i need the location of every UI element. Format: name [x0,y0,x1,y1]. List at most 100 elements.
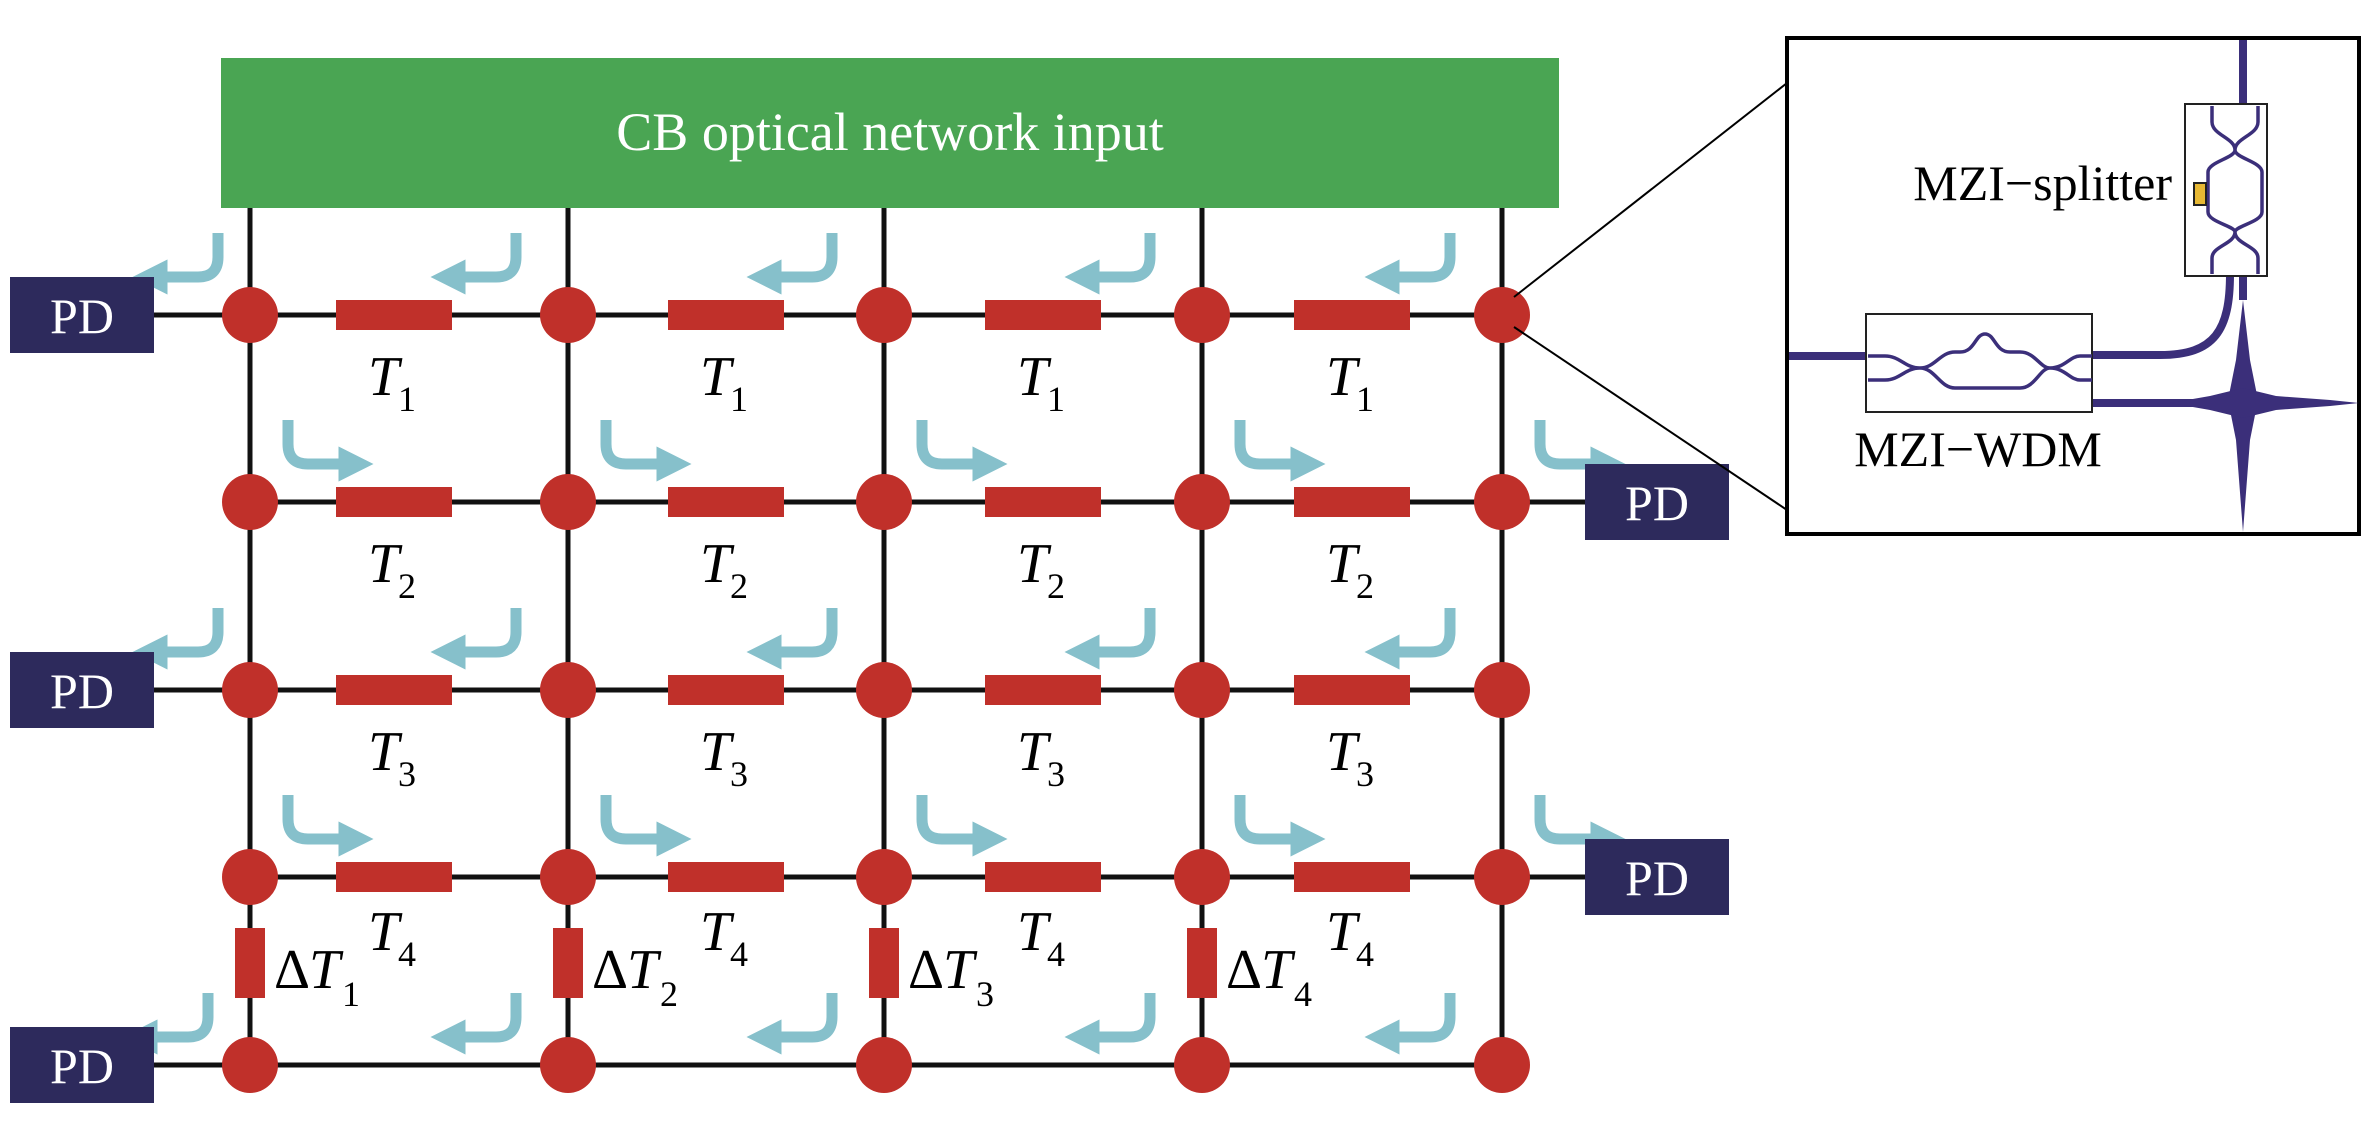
row-delay-label: T [1326,346,1361,408]
photodetector-box [1585,839,1729,915]
route-arrow-left-icon [430,608,522,670]
row-delay-label: T [700,533,735,595]
route-arrow-left-icon [430,993,522,1055]
mzi-node [856,474,912,530]
photodetector-label: PD [1625,850,1689,906]
row-delay-label: T [700,346,735,408]
route-arrow-left-icon [1364,993,1456,1055]
route-arrow-right-icon [282,420,374,482]
callout-line-bottom [1513,326,1788,511]
mzi-node [856,1037,912,1093]
mzi-node [1174,474,1230,530]
delay-line-T [336,862,452,892]
column-delay-prefix: Δ [1226,939,1262,1001]
delay-line-T [668,862,784,892]
mzi-node [1474,1037,1530,1093]
mzi-node [222,662,278,718]
mzi-node [540,287,596,343]
column-delay-label: T [627,939,662,1001]
photodetector-label: PD [50,288,114,344]
delay-line-T [668,300,784,330]
mzi-splitter [2184,103,2268,277]
delay-lines [235,300,1410,998]
mzi-node [1474,287,1530,343]
column-delay-prefix: Δ [274,939,310,1001]
photodetector-label: PD [50,1038,114,1094]
row-delay-label: T [1326,901,1361,963]
mzi-node [222,849,278,905]
photodetector-box [10,1027,154,1103]
row-delay-label: T [700,901,735,963]
row-delay-label: T [1326,533,1361,595]
mzi-splitter-path [2206,106,2264,274]
row-delay-subscript: 3 [1356,754,1374,794]
delay-line-delta-T [869,928,899,998]
row-delay-subscript: 2 [398,566,416,606]
mzi-node [1174,662,1230,718]
mzi-node [1174,287,1230,343]
delay-line-T [668,675,784,705]
route-arrow-right-icon [600,795,692,857]
route-arrow-left-icon [430,233,522,295]
route-arrow-left-icon [1364,608,1456,670]
column-delay-subscript: 3 [976,974,994,1014]
row-delay-subscript: 4 [730,934,748,974]
delay-line-T [1294,675,1410,705]
route-arrow-right-icon [1234,420,1326,482]
row-delay-subscript: 1 [1047,379,1065,419]
row-delay-label: T [368,901,403,963]
delay-line-T [1294,300,1410,330]
delay-line-delta-T [1187,928,1217,998]
delay-line-T [1294,487,1410,517]
column-delay-prefix: Δ [592,939,628,1001]
delay-line-T [336,487,452,517]
node-detail-inset: MZI−splitter MZI−WDM [1785,36,2361,536]
mzi-wdm [1865,313,2093,413]
callout-line-top [1513,82,1788,298]
route-arrow-left-icon [1064,233,1156,295]
input-banner: CB optical network input [221,58,1559,208]
mzi-wdm-path [1868,332,2092,390]
mzi-node [222,1037,278,1093]
row-delay-label: T [1017,346,1052,408]
delay-line-T [336,675,452,705]
row-delay-label: T [1326,721,1361,783]
route-arrow-right-icon [1534,795,1626,857]
mzi-node [222,474,278,530]
delay-line-T [985,862,1101,892]
column-delay-label: T [1261,939,1296,1001]
delay-line-T [336,300,452,330]
row-delay-subscript: 2 [1047,566,1065,606]
mzi-node [1174,1037,1230,1093]
row-delay-subscript: 2 [730,566,748,606]
grid-nodes [222,287,1530,1093]
route-arrow-left-icon [132,233,224,295]
mzi-node [856,849,912,905]
row-delay-subscript: 1 [398,379,416,419]
mzi-node [1474,662,1530,718]
photodetector-box [1585,464,1729,540]
route-arrow-left-icon [1064,993,1156,1055]
row-delay-label: T [1017,721,1052,783]
column-delay-label: T [309,939,344,1001]
mzi-node [1474,474,1530,530]
delay-line-delta-T [553,928,583,998]
route-arrow-left-icon [1064,608,1156,670]
photodetector-box [10,277,154,353]
row-delay-label: T [368,346,403,408]
route-arrow-left-icon [1364,233,1456,295]
delay-line-T [985,487,1101,517]
row-delay-subscript: 1 [1356,379,1374,419]
route-arrow-right-icon [916,420,1008,482]
row-delay-label: T [1017,533,1052,595]
routing-arrows [122,233,1626,1055]
column-delay-label: T [943,939,978,1001]
column-delay-subscript: 2 [660,974,678,1014]
mzi-node [540,1037,596,1093]
photodetector-label: PD [1625,475,1689,531]
photodetector-box [10,652,154,728]
